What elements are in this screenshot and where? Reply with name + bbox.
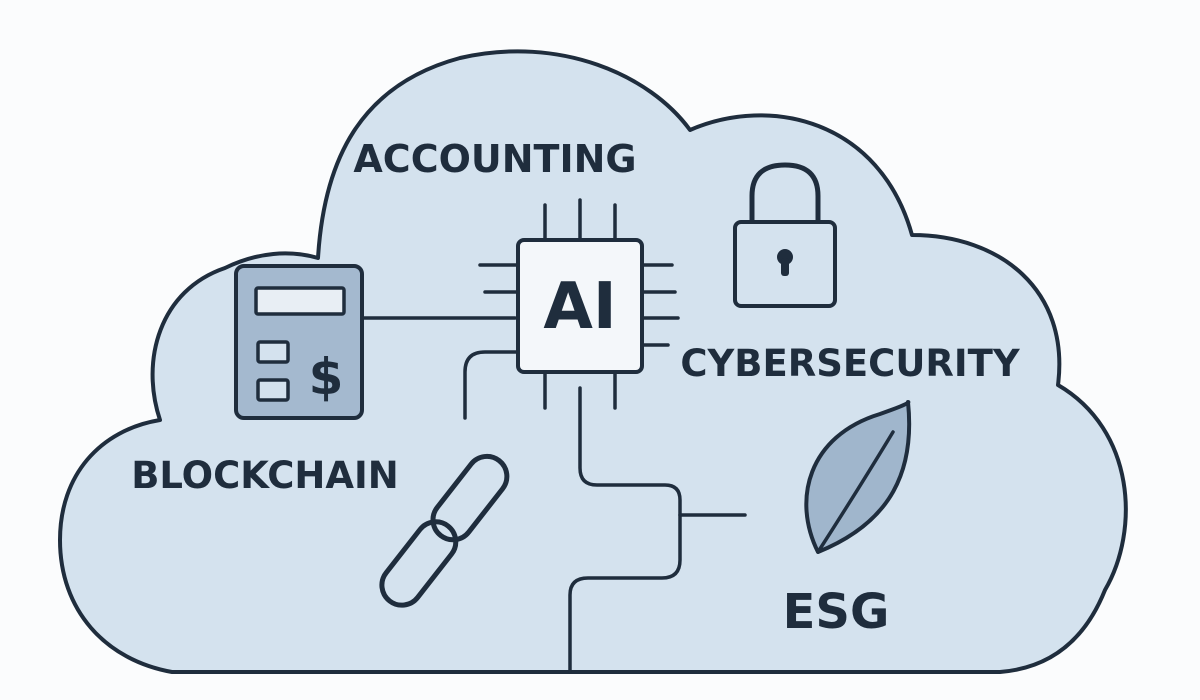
calculator-display (254, 286, 346, 316)
connector-lines (360, 316, 747, 674)
ai-label: AI (543, 270, 616, 344)
cybersecurity-label: CYBERSECURITY (680, 342, 1021, 385)
connector-ai-blockchain (463, 350, 520, 420)
ai-chip-icon: AI (478, 198, 680, 410)
dollar-sign: $ (309, 348, 344, 406)
accounting-label: ACCOUNTING (353, 137, 636, 181)
calculator-icon: $ (234, 264, 364, 420)
calculator-key (256, 378, 290, 402)
chain-link-icon (379, 453, 510, 608)
padlock-icon (733, 162, 837, 308)
blockchain-label: BLOCKCHAIN (131, 454, 399, 497)
leaf-icon (804, 400, 912, 554)
esg-label: ESG (783, 584, 890, 640)
calculator-key (256, 340, 290, 364)
connector-ai-esg (568, 386, 682, 674)
